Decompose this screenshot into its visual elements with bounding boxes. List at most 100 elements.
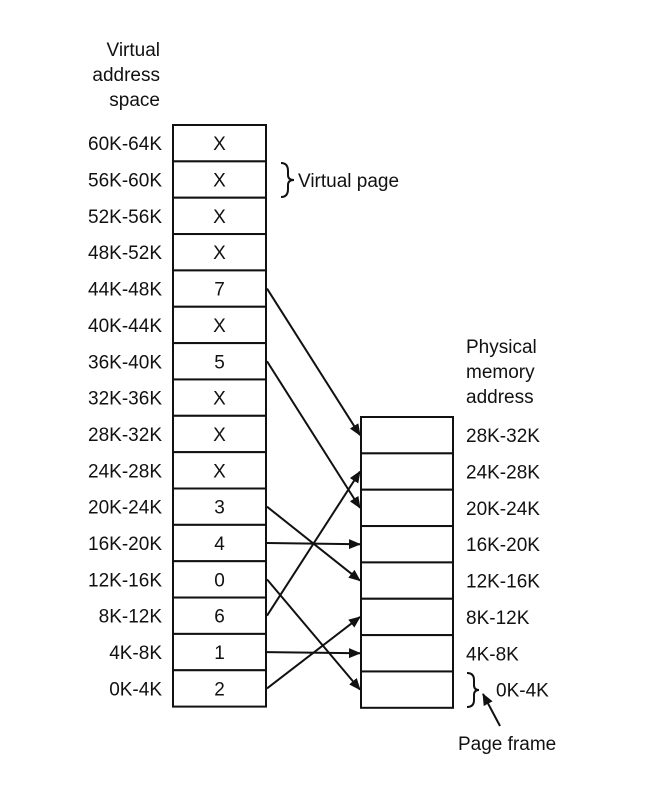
virtual-page-cell	[172, 523, 267, 563]
virtual-address-space-heading: Virtual address space	[92, 40, 160, 111]
virtual-page-label: Virtual page	[298, 171, 399, 192]
virtual-page-cell	[172, 451, 267, 490]
physical-frame-row: 8K-12K	[360, 597, 530, 637]
mapping-arrow	[266, 360, 361, 509]
virtual-page-row: 36K-40K 5	[88, 342, 267, 381]
page-table-entry: 5	[214, 352, 225, 373]
virtual-page-row: 0K-4K 2	[109, 669, 267, 708]
physical-frame-row: 24K-28K	[360, 452, 540, 491]
virtual-page-row: 44K-48K 7	[88, 269, 267, 308]
page-table-entry: X	[213, 389, 226, 410]
physical-range-label: 0K-4K	[496, 681, 549, 702]
virtual-page-row: 32K-36K X	[88, 378, 267, 417]
virtual-page-row: 56K-60K X	[88, 160, 267, 199]
physical-range-label: 24K-28K	[466, 463, 540, 484]
virtual-page-annotation: Virtual page	[280, 162, 399, 198]
physical-frame-row: 16K-20K	[360, 525, 540, 564]
page-table-entry: 1	[214, 643, 225, 664]
page-table-entry: 4	[214, 534, 225, 555]
physical-frame-table: 28K-32K 24K-28K 20K-24K 16K-20K 12K-16K 8K-12…	[360, 416, 549, 709]
virtual-range-label: 52K-56K	[88, 207, 162, 228]
mapping-arrow	[266, 616, 361, 690]
page-frame-pointer-arrow	[482, 693, 501, 727]
virtual-range-label: 48K-52K	[88, 243, 162, 264]
page-table-entry: 3	[214, 498, 225, 519]
page-table-entry: X	[213, 134, 226, 155]
physical-frame-row: 0K-4K	[360, 670, 549, 709]
virtual-heading-line: Virtual	[106, 40, 160, 61]
virtual-page-row: 4K-8K 1	[109, 632, 267, 672]
virtual-page-row: 16K-20K 4	[88, 523, 267, 563]
page-table-entry: X	[213, 207, 226, 228]
virtual-page-cell	[172, 233, 267, 272]
physical-frame-cell	[360, 452, 454, 491]
virtual-range-label: 0K-4K	[109, 679, 162, 700]
physical-range-label: 28K-32K	[466, 426, 540, 447]
virtual-page-row: 60K-64K X	[88, 124, 267, 163]
virtual-page-cell	[172, 378, 267, 417]
page-table-entry: X	[213, 461, 226, 482]
mapping-arrow	[266, 288, 361, 437]
physical-frame-row: 20K-24K	[360, 488, 540, 528]
virtual-page-cell	[172, 669, 267, 708]
virtual-range-label: 16K-20K	[88, 534, 162, 555]
virtual-range-label: 24K-28K	[88, 461, 162, 482]
physical-frame-row: 4K-8K	[360, 634, 519, 673]
page-table-entry: 2	[214, 679, 225, 700]
physical-frame-cell	[360, 634, 454, 673]
physical-range-label: 20K-24K	[466, 499, 540, 520]
virtual-range-label: 8K-12K	[99, 607, 163, 628]
page-table-entry: 7	[214, 280, 225, 301]
physical-heading-line: address	[466, 387, 534, 408]
physical-range-label: 4K-8K	[466, 644, 519, 665]
physical-frame-row: 12K-16K	[360, 561, 540, 600]
virtual-page-cell	[172, 487, 267, 526]
virtual-range-label: 12K-16K	[88, 570, 162, 591]
page-table-entry: 6	[214, 607, 225, 628]
virtual-range-label: 28K-32K	[88, 425, 162, 446]
physical-range-label: 16K-20K	[466, 535, 540, 556]
virtual-page-cell	[172, 305, 267, 345]
virtual-page-row: 52K-56K X	[88, 196, 267, 236]
mapping-arrow	[266, 470, 361, 617]
virtual-range-label: 60K-64K	[88, 134, 162, 155]
virtual-page-row: 40K-44K X	[88, 305, 267, 345]
virtual-page-row: 24K-28K X	[88, 451, 267, 490]
virtual-page-row: 20K-24K 3	[88, 487, 267, 526]
virtual-heading-line: address	[92, 65, 160, 86]
page-table-entry: X	[213, 243, 226, 264]
physical-range-label: 12K-16K	[466, 572, 540, 593]
physical-memory-heading: Physical memory address	[466, 337, 537, 408]
page-frame-brace	[466, 672, 480, 708]
page-table-entry: X	[213, 171, 226, 192]
physical-frame-row: 28K-32K	[360, 416, 540, 455]
page-table-entry: X	[213, 316, 226, 337]
virtual-heading-line: space	[109, 90, 160, 111]
physical-frame-cell	[360, 525, 454, 564]
physical-frame-cell	[360, 597, 454, 637]
physical-heading-line: memory	[466, 362, 535, 383]
virtual-range-label: 20K-24K	[88, 498, 162, 519]
virtual-range-label: 32K-36K	[88, 389, 162, 410]
physical-frame-cell	[360, 561, 454, 600]
virtual-range-label: 4K-8K	[109, 643, 162, 664]
virtual-page-row: 8K-12K 6	[99, 596, 267, 635]
physical-frame-cell	[360, 488, 454, 528]
page-mapping-arrows	[266, 288, 361, 691]
mapping-arrow	[266, 578, 361, 691]
page-table-entry: 0	[214, 570, 225, 591]
virtual-page-row: 48K-52K X	[88, 233, 267, 272]
virtual-page-brace	[280, 162, 295, 198]
virtual-range-label: 44K-48K	[88, 280, 162, 301]
virtual-range-label: 40K-44K	[88, 316, 162, 337]
physical-frame-cell	[360, 670, 454, 709]
virtual-page-table: 60K-64K X 56K-60K X 52K-56K X 48K-52K X 44K-48K 7…	[88, 124, 267, 708]
physical-frame-cell	[360, 416, 454, 455]
physical-range-label: 8K-12K	[466, 608, 530, 629]
virtual-range-label: 56K-60K	[88, 171, 162, 192]
virtual-page-row: 12K-16K 0	[88, 560, 267, 599]
virtual-page-cell	[172, 596, 267, 635]
virtual-range-label: 36K-40K	[88, 352, 162, 373]
